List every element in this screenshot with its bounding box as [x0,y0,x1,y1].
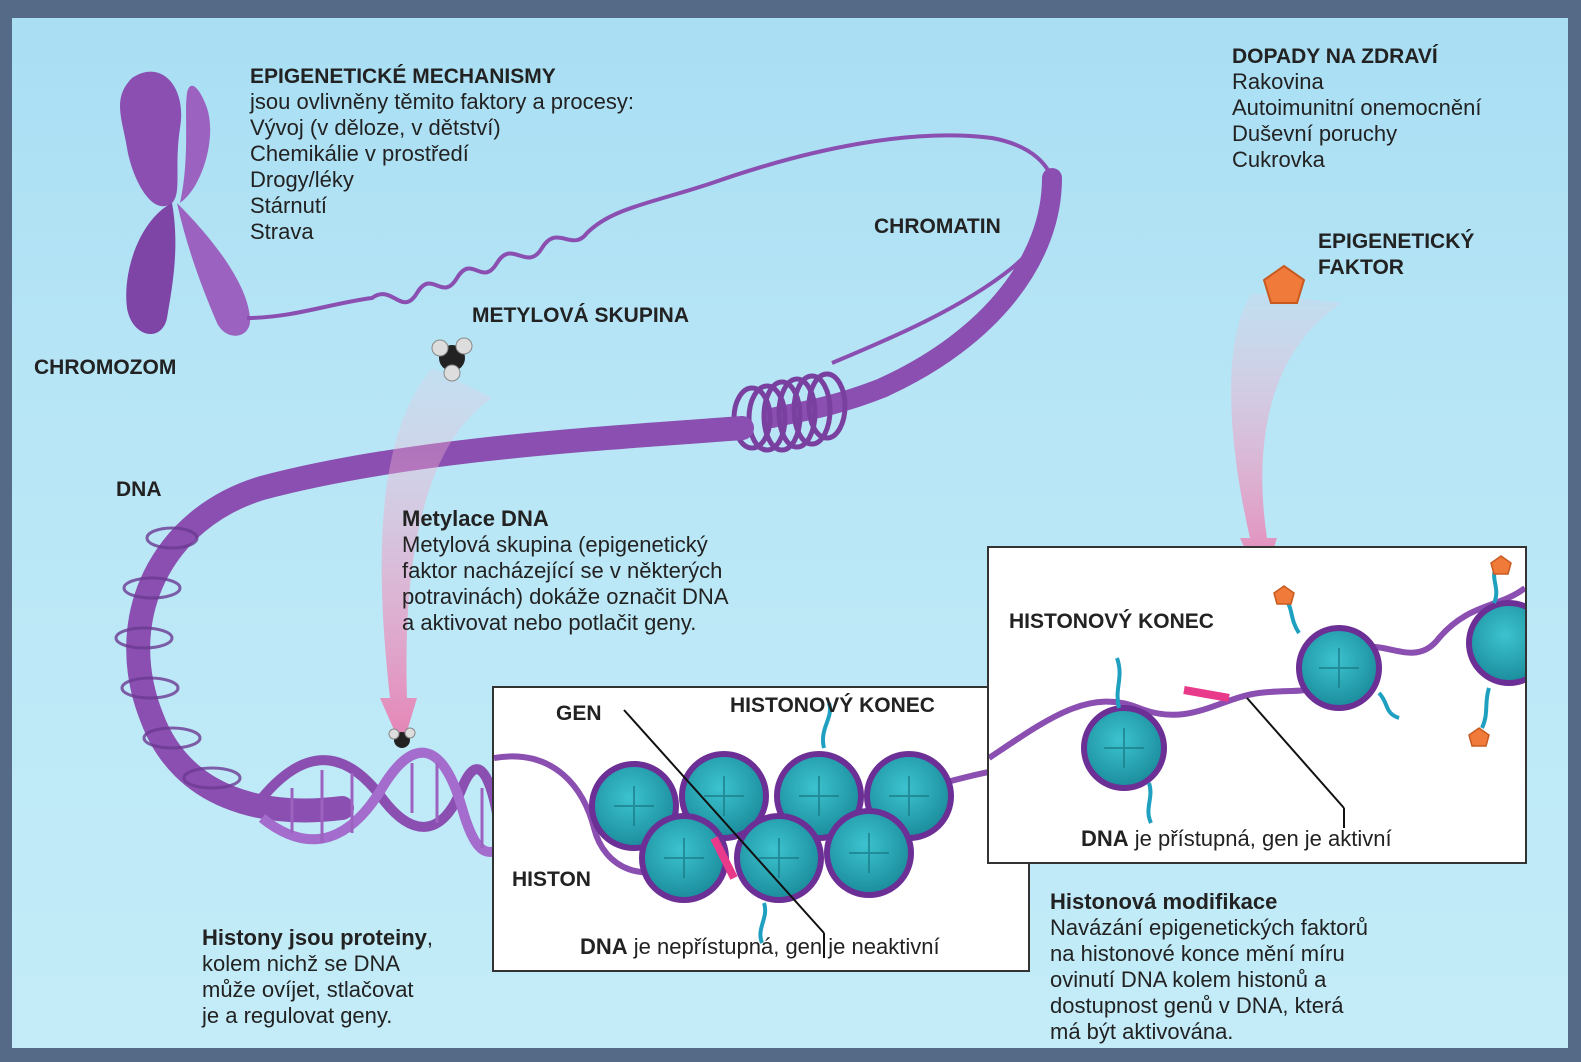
mechanisms-item: Stárnutí [250,193,327,219]
dna-strand-thin [247,135,1055,363]
active-gene-caption: DNA je přístupná, gen je aktivní [1081,826,1392,852]
epi-factor-arrow [1231,293,1342,586]
inactive-gene-caption: DNA je nepřístupná, gen je neaktivní [580,934,940,960]
histon-label: HISTON [512,868,591,892]
histone-open [1084,566,1525,823]
histones-line: může ovíjet, stlačovat [202,977,414,1003]
health-title: DOPADY NA ZDRAVÍ [1232,44,1438,70]
histone-mod-line: ovinutí DNA kolem histonů a [1050,967,1326,993]
histone-mod-line: Navázání epigenetických faktorů [1050,915,1368,941]
chromatin-label: CHROMATIN [874,215,1001,239]
histone-mod-title: Histonová modifikace [1050,889,1277,915]
histones-line: kolem nichž se DNA [202,951,400,977]
health-item: Autoimunitní onemocnění [1232,95,1482,121]
methylation-line: a aktivovat nebo potlačit geny. [402,610,696,636]
methylation-title: Metylace DNA [402,506,549,532]
chromosome-label: CHROMOZOM [34,356,176,380]
active-gene-illustration [989,548,1525,862]
mechanisms-title: EPIGENETICKÉ MECHANISMY [250,64,556,90]
mechanisms-item: Vývoj (v děloze, v dětství) [250,115,501,141]
chromosome-icon [120,72,250,336]
methylation-line: faktor nacházející se v některých [402,558,722,584]
diagram-canvas: GEN HISTONOVÝ KONEC HISTON DNA je nepřís… [12,18,1568,1048]
epi-factor-label-2: FAKTOR [1318,256,1404,280]
inactive-gene-illustration [494,688,1028,970]
health-item: Cukrovka [1232,147,1325,173]
health-item: Duševní poruchy [1232,121,1397,147]
inactive-gene-box: GEN HISTONOVÝ KONEC HISTON DNA je nepřís… [492,686,1030,972]
mechanisms-item: Drogy/léky [250,167,354,193]
histone-mod-line: dostupnost genů v DNA, která [1050,993,1344,1019]
histone-mod-line: má být aktivována. [1050,1019,1233,1045]
histone-tail-label-left: HISTONOVÝ KONEC [730,694,935,718]
dna-label: DNA [116,478,162,502]
histones-line: je a regulovat geny. [202,1003,392,1029]
histones-title: Histony jsou proteiny, [202,925,433,951]
active-gene-box: HISTONOVÝ KONEC DNA je přístupná, gen je… [987,546,1527,864]
mechanisms-item: Strava [250,219,314,245]
gen-label: GEN [556,702,602,726]
histone-cluster [592,703,951,943]
histone-mod-line: na histonové konce mění míru [1050,941,1345,967]
epi-factor-label-1: EPIGENETICKÝ [1318,230,1474,254]
epigenetic-factor-icon [1264,266,1304,303]
methylation-line: potravinách) dokáže označit DNA [402,584,729,610]
mechanisms-item: Chemikálie v prostředí [250,141,469,167]
methylation-line: Metylová skupina (epigenetický [402,532,708,558]
methyl-group-label: METYLOVÁ SKUPINA [472,304,689,328]
mechanisms-intro: jsou ovlivněny těmito faktory a procesy: [250,89,634,115]
health-item: Rakovina [1232,69,1324,95]
histone-tail-label-right: HISTONOVÝ KONEC [1009,610,1214,634]
